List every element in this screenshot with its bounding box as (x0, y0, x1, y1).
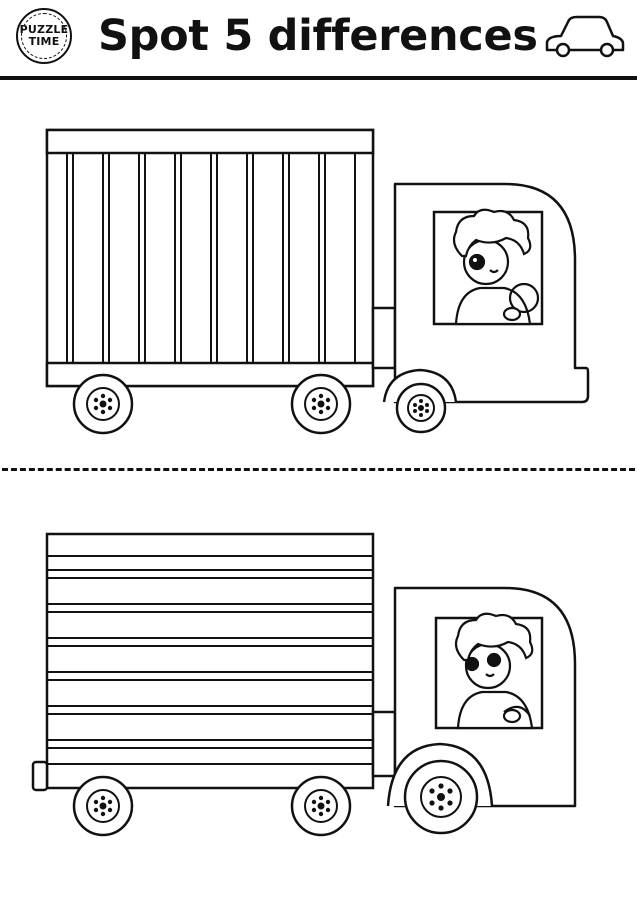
cab-connector (371, 306, 397, 370)
bottom-truck (31, 532, 577, 837)
worksheet-header: PUZZLE TIME Spot 5 differences (0, 0, 637, 80)
header-rule (0, 76, 637, 80)
cargo-top-band (45, 128, 375, 155)
dashed-divider (2, 468, 635, 471)
badge-line-1: PUZZLE (19, 23, 69, 36)
driver (454, 612, 534, 730)
cargo-horizontal-stripes (47, 555, 373, 765)
cargo-box (45, 532, 375, 790)
wheel (72, 373, 134, 435)
cab-connector (371, 710, 397, 778)
wheel (290, 775, 352, 837)
cargo-bottom-band (45, 361, 375, 388)
wheel (395, 382, 447, 434)
wheel (403, 759, 479, 835)
top-truck-scene (0, 80, 637, 460)
wheel (72, 775, 134, 837)
driver (452, 208, 540, 326)
badge-line-2: TIME (28, 35, 60, 48)
wheel (290, 373, 352, 435)
badge-dashed-ring (21, 13, 67, 59)
page-title: Spot 5 differences (98, 11, 538, 61)
car-icon (545, 15, 625, 58)
rear-bumper (31, 760, 49, 792)
bottom-truck-scene (0, 500, 637, 880)
cargo-vertical-slats (66, 153, 356, 363)
top-truck (45, 128, 590, 435)
puzzle-time-badge: PUZZLE TIME (16, 8, 72, 64)
